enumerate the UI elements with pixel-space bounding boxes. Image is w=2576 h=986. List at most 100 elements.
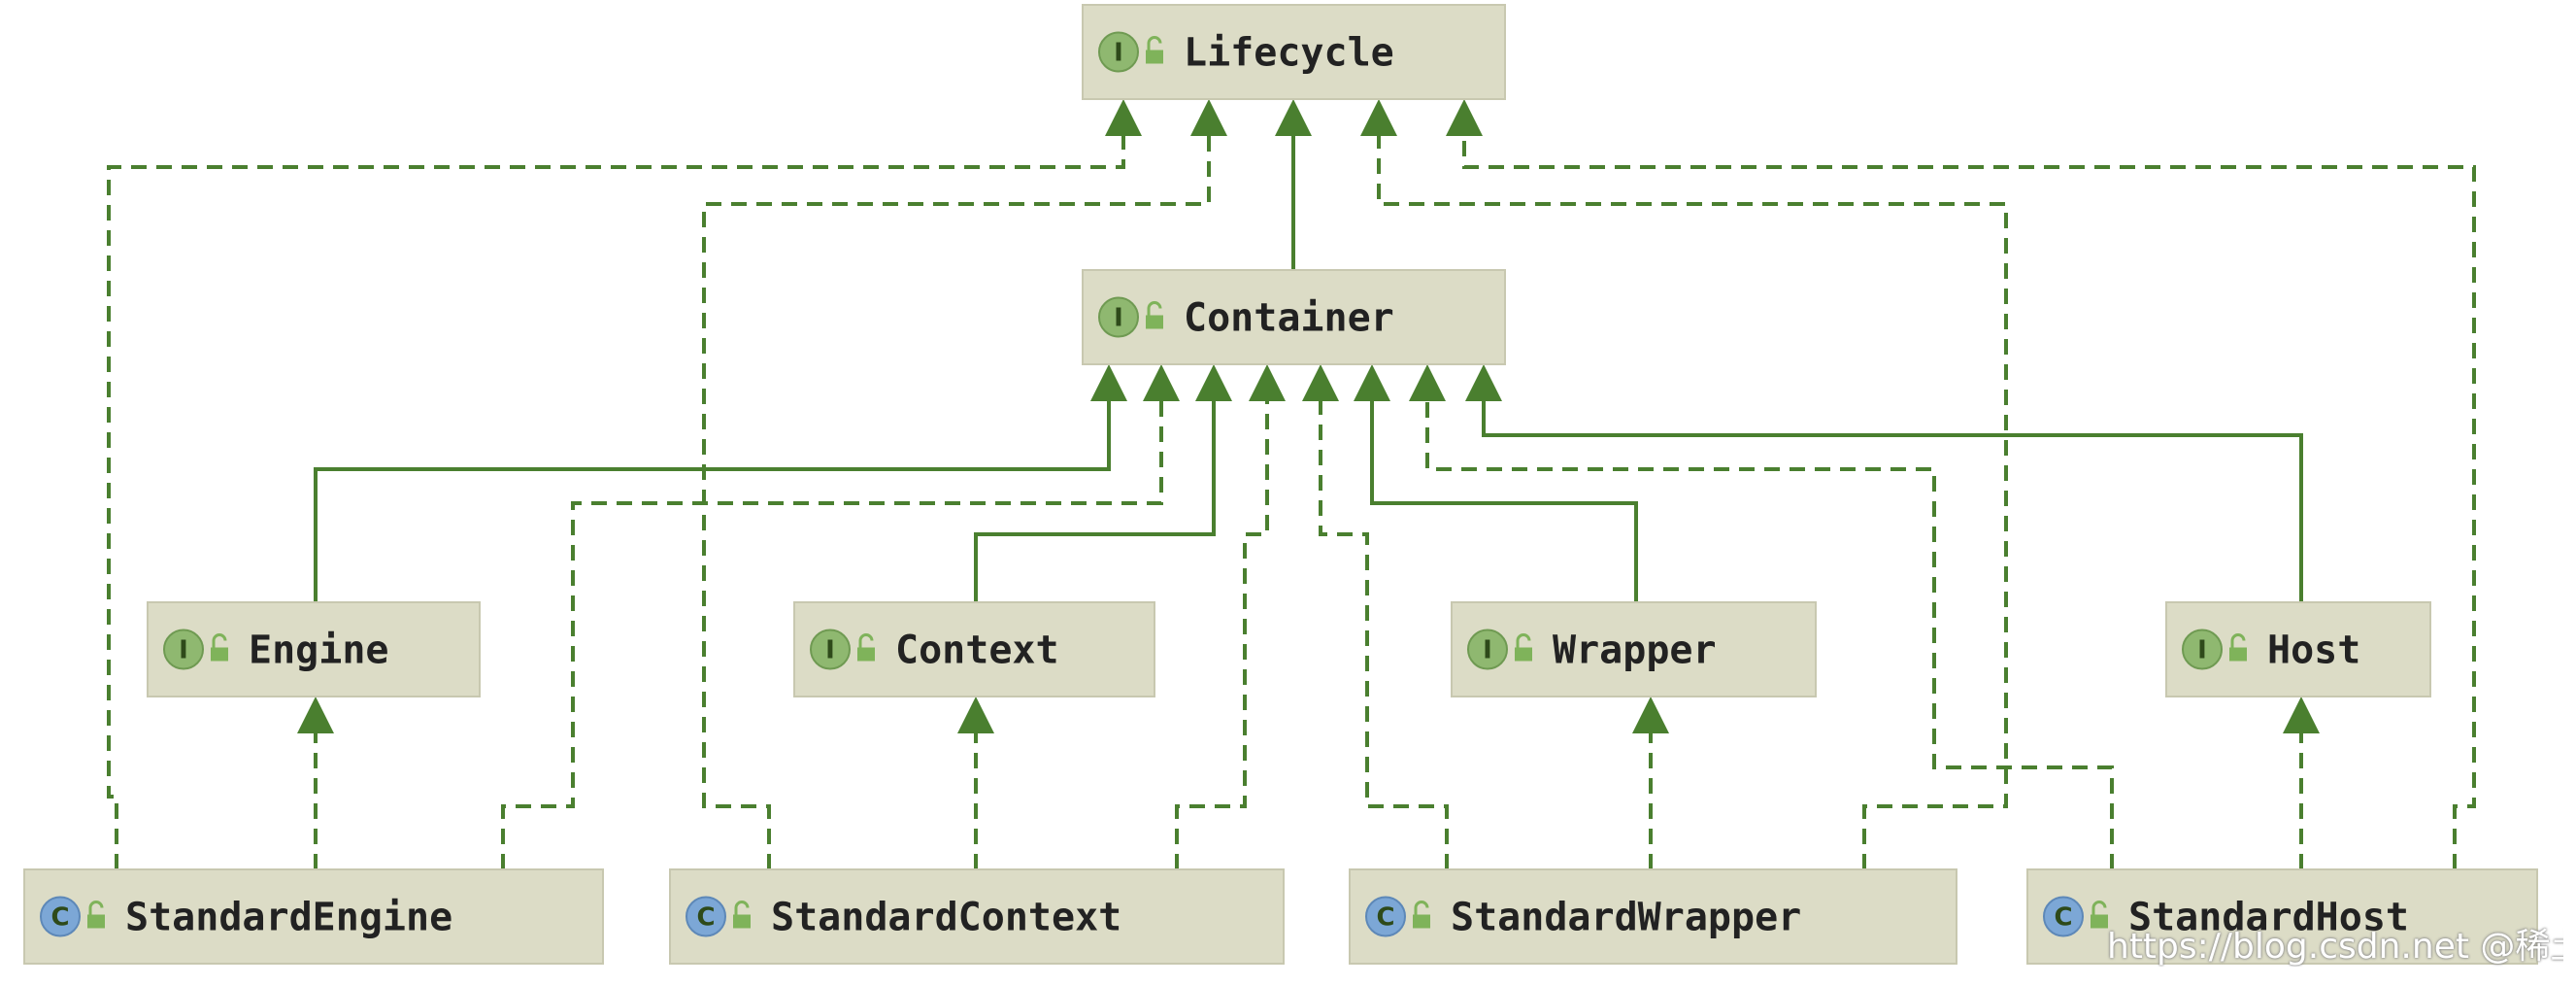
edge-line: [501, 399, 1163, 869]
edge-standard-wrapper-to-wrapper: [1632, 697, 1669, 869]
node-label: StandardWrapper: [1451, 896, 1801, 940]
interface-badge-icon: [2182, 629, 2223, 670]
edge-standard-host-to-lifecycle: [1446, 99, 2476, 869]
node-lifecycle[interactable]: I Lifecycle: [1082, 4, 1506, 100]
node-standard-context[interactable]: C StandardContext: [669, 868, 1285, 965]
node-engine[interactable]: I Engine: [147, 601, 481, 697]
badge-letter: I: [2197, 636, 2207, 665]
arrowhead: [1275, 99, 1312, 136]
class-badge-icon: [40, 896, 81, 937]
edge-standard-engine-to-lifecycle: [107, 99, 1142, 869]
node-container[interactable]: I Container: [1082, 269, 1506, 365]
arrowhead: [1354, 364, 1390, 401]
unlocked-icon: [857, 633, 875, 662]
edge-line: [1462, 134, 2476, 869]
edge-line: [107, 134, 1125, 869]
node-label: Wrapper: [1553, 629, 1717, 673]
unlocked-icon: [1515, 633, 1532, 662]
edge-standard-engine-to-engine: [297, 697, 334, 869]
arrowhead: [1360, 99, 1397, 136]
node-box: [669, 868, 1285, 965]
class-badge-icon: [1365, 896, 1406, 937]
edge-host-to-container: [1465, 364, 2303, 602]
edge-container-to-lifecycle: [1275, 99, 1312, 270]
edge-wrapper-to-container: [1354, 364, 1638, 602]
arrowhead: [2283, 697, 2320, 733]
edge-line: [314, 399, 1111, 602]
node-label: Context: [895, 629, 1059, 673]
interface-badge-icon: [810, 629, 851, 670]
class-badge-icon: [686, 896, 726, 937]
arrowhead: [1465, 364, 1502, 401]
node-standard-engine[interactable]: C StandardEngine: [23, 868, 604, 965]
badge-letter: C: [50, 903, 69, 933]
arrowhead: [297, 697, 334, 733]
arrowhead: [1105, 99, 1142, 136]
edge-line: [1319, 399, 1449, 869]
badge-letter: C: [1376, 903, 1394, 933]
badge-letter: I: [1114, 39, 1123, 68]
edge-standard-host-to-host: [2283, 697, 2320, 869]
arrowhead: [1190, 99, 1227, 136]
unlocked-icon: [1146, 301, 1163, 329]
interface-badge-icon: [1098, 296, 1139, 338]
edge-line: [1175, 399, 1269, 869]
badge-letter: C: [696, 903, 715, 933]
node-standard-wrapper[interactable]: C StandardWrapper: [1349, 868, 1957, 965]
edge-line: [1370, 399, 1638, 602]
badge-letter: C: [2054, 903, 2072, 933]
unlocked-icon: [2229, 633, 2247, 662]
edge-standard-wrapper-to-lifecycle: [1360, 99, 2008, 869]
unlocked-icon: [2091, 901, 2108, 929]
node-box: [2026, 868, 2538, 965]
arrowhead: [957, 697, 994, 733]
edge-standard-host-to-container: [1409, 364, 2114, 869]
class-badge-icon: [2043, 896, 2084, 937]
edge-line: [1377, 134, 2008, 869]
unlocked-icon: [1413, 901, 1430, 929]
edge-line: [1482, 399, 2303, 602]
unlocked-icon: [211, 633, 228, 662]
interface-badge-icon: [1098, 31, 1139, 73]
edge-context-to-container: [974, 364, 1232, 602]
node-label: Engine: [249, 629, 389, 673]
arrowhead: [1632, 697, 1669, 733]
node-label: StandardEngine: [125, 896, 452, 940]
unlocked-icon: [733, 901, 751, 929]
node-box: [1451, 601, 1817, 697]
edge-standard-context-to-container: [1175, 364, 1286, 869]
node-box: [1349, 868, 1957, 965]
arrowhead: [1446, 99, 1483, 136]
node-label: StandardContext: [771, 896, 1121, 940]
node-context[interactable]: I Context: [793, 601, 1155, 697]
edge-standard-context-to-context: [957, 697, 994, 869]
edge-standard-engine-to-container: [501, 364, 1180, 869]
node-box: [23, 868, 604, 965]
badge-letter: I: [825, 636, 835, 665]
arrowhead: [1302, 364, 1339, 401]
edge-standard-context-to-lifecycle: [702, 99, 1227, 869]
node-label: Lifecycle: [1184, 31, 1394, 76]
interface-badge-icon: [163, 629, 204, 670]
arrowhead: [1249, 364, 1286, 401]
node-wrapper[interactable]: I Wrapper: [1451, 601, 1817, 697]
node-box: [793, 601, 1155, 697]
edges-layer: [107, 99, 2476, 869]
badge-letter: I: [1483, 636, 1492, 665]
edge-line: [1425, 399, 2114, 869]
unlocked-icon: [1146, 36, 1163, 64]
arrowhead: [1409, 364, 1446, 401]
node-label: Container: [1184, 296, 1394, 341]
badge-letter: I: [1114, 304, 1123, 333]
interface-badge-icon: [1467, 629, 1508, 670]
node-label: Host: [2267, 629, 2360, 673]
edge-standard-wrapper-to-container: [1302, 364, 1449, 869]
node-standard-host[interactable]: C StandardHost: [2026, 868, 2538, 965]
unlocked-icon: [87, 901, 105, 929]
badge-letter: I: [179, 636, 188, 665]
node-host[interactable]: I Host: [2165, 601, 2431, 697]
edge-line: [974, 399, 1216, 602]
node-label: StandardHost: [2128, 896, 2409, 940]
